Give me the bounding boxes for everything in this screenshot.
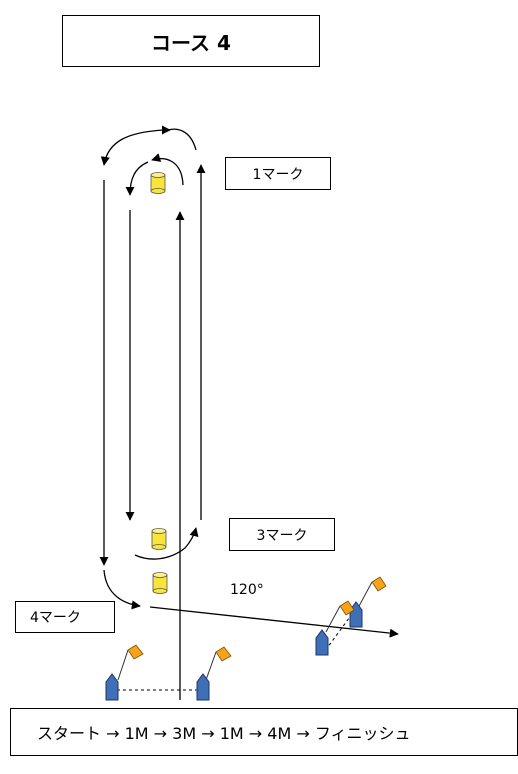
- start-committee-boat: [196, 646, 232, 701]
- outer-top-rounding: [161, 125, 197, 151]
- reach-leg: [149, 606, 399, 638]
- mark-1-label: 1マーク: [225, 157, 331, 190]
- mark-3-label: 3マーク: [229, 518, 335, 551]
- mark-4-buoy: [152, 572, 168, 594]
- outer-top-left-curve: [100, 129, 165, 166]
- course-sequence: スタート → 1M → 3M → 1M → 4M → フィニッシュ: [10, 708, 518, 756]
- mark-4-label: 4マーク: [15, 601, 115, 633]
- start-pin-boat: [105, 644, 144, 701]
- mark-1-buoy: [150, 172, 166, 194]
- inner-top-rounding: [151, 153, 184, 186]
- inner-top-left-curve: [125, 161, 149, 196]
- angle-label: 120°: [230, 582, 264, 598]
- course-title: コース 4: [62, 15, 320, 67]
- mark-3-rounding: [134, 527, 199, 560]
- mark-3-buoy: [151, 528, 167, 550]
- finish-boat-lower: [315, 600, 355, 656]
- outer-bottom-rounding: [103, 569, 141, 610]
- finish-boat-upper: [349, 576, 387, 628]
